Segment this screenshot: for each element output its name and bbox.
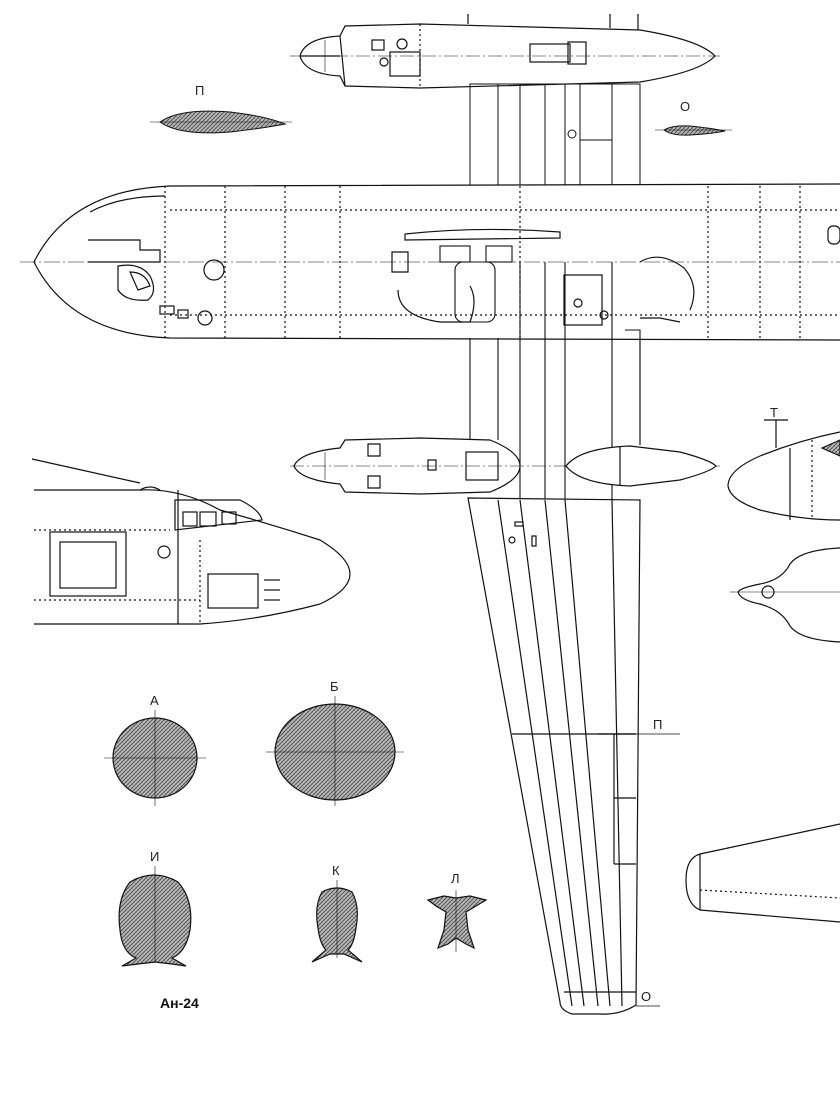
section-b — [266, 696, 404, 806]
wing-plan — [467, 497, 680, 1015]
label-b: Б — [330, 679, 339, 694]
right-tailplane — [685, 823, 840, 923]
label-k: К — [332, 863, 340, 878]
label-i: И — [150, 849, 160, 864]
upper-wing-root — [469, 83, 641, 187]
label-a: А — [150, 693, 159, 708]
nose-side-view — [31, 458, 351, 625]
label-p-wing: П — [653, 717, 663, 732]
section-i — [118, 866, 192, 967]
fuselage-top-view — [20, 183, 840, 341]
label-l: Л — [451, 871, 460, 886]
label-p-top: П — [195, 83, 205, 98]
label-o-top: О — [680, 99, 691, 114]
upper-engine-nacelle — [290, 14, 720, 89]
section-a — [104, 710, 206, 806]
right-nacelle-side — [727, 419, 840, 521]
drawing-title: Ан-24 — [160, 995, 199, 1011]
right-engine-front — [730, 547, 840, 643]
label-o-wing: О — [641, 989, 652, 1004]
section-k — [311, 880, 363, 963]
section-l — [426, 890, 488, 952]
label-t: Т — [770, 405, 778, 420]
lower-engine-nacelle — [290, 437, 720, 495]
airfoil-section-o — [663, 125, 726, 136]
